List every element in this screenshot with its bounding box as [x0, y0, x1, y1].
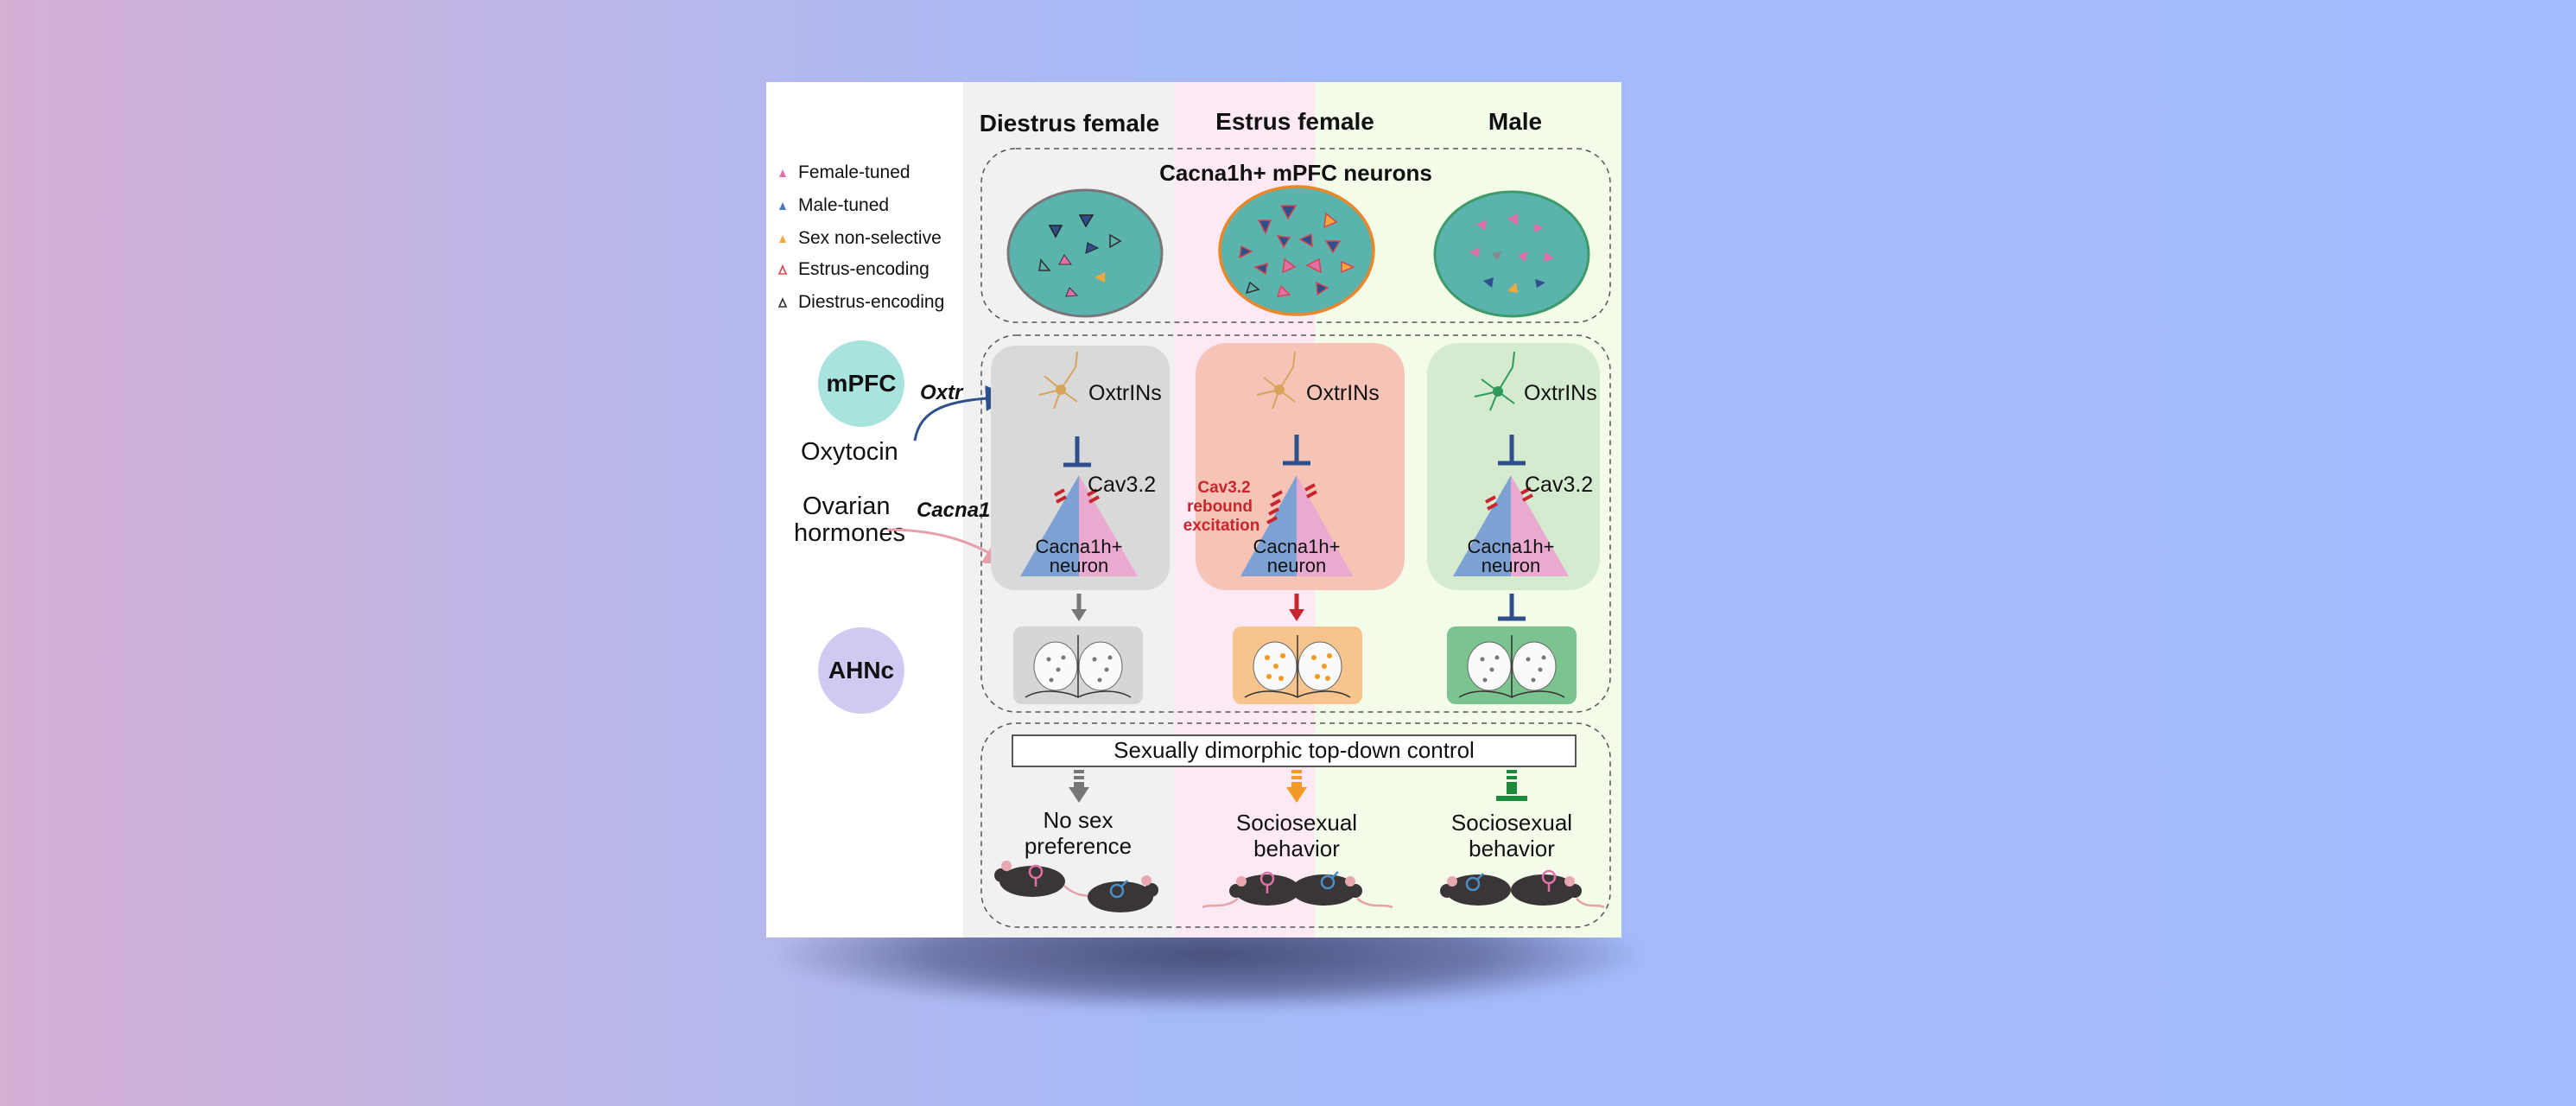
legend-male-tuned: Male-tuned	[798, 195, 889, 215]
graphical-abstract-card: Diestrus female Estrus female Male Femal…	[766, 82, 1621, 938]
male-neuron-label-line1: Cacna1h+	[1468, 536, 1555, 557]
estrus-outcome-line1: Sociosexual	[1236, 810, 1357, 836]
female-mouse-icon	[1202, 871, 1300, 909]
diestrus-outcome-line1: No sex	[1044, 807, 1114, 833]
oxtr-label: Oxtr	[920, 381, 964, 404]
estrus-oxtrins-label: OxtrINs	[1306, 381, 1380, 405]
female-mouse-icon	[994, 861, 1101, 899]
estrus-neuron-label-line1: Cacna1h+	[1253, 536, 1341, 557]
circuit-section-box	[980, 334, 1611, 713]
diestrus-population	[1006, 188, 1164, 318]
male-tuned-legend-icon	[779, 202, 786, 210]
diestrus-cav32-channels-icon	[1054, 488, 1100, 504]
diestrus-neuron-label-line1: Cacna1h+	[1036, 536, 1123, 557]
female-tuned-legend-icon	[779, 169, 786, 177]
control-banner-text: Sexually dimorphic top-down control	[1114, 737, 1475, 763]
diestrus-inhibition-symbol	[1063, 436, 1091, 467]
legend: Female-tuned Male-tuned Sex non-selectiv…	[777, 162, 944, 312]
control-banner-box	[1012, 734, 1577, 767]
diestrus-cav32-label: Cav3.2	[1088, 473, 1156, 497]
rebound-label-line2: rebound	[1187, 498, 1253, 516]
estrus-pyramidal-neuron	[1240, 475, 1353, 576]
estrus-ahnc-slice	[1233, 626, 1362, 704]
male-mouse-icon	[1291, 871, 1393, 909]
mpfc-label: mPFC	[827, 370, 897, 397]
legend-sex-nonselective: Sex non-selective	[798, 228, 942, 248]
estrus-neuron-label-line2: neuron	[1267, 555, 1327, 576]
hormones-arrow	[886, 528, 1011, 566]
neurons-section-box	[980, 148, 1611, 323]
oxytocin-label: Oxytocin	[801, 438, 898, 466]
female-mouse-icon	[1511, 869, 1605, 909]
diestrus-encoding-legend-icon	[777, 297, 788, 308]
mpfc-region-circle	[818, 340, 904, 427]
column-header-male: Male	[1488, 108, 1542, 135]
rebound-label-line3: excitation	[1183, 517, 1260, 535]
male-inhibitory-projection	[1498, 594, 1526, 621]
legend-diestrus-encoding: Diestrus-encoding	[798, 292, 944, 312]
male-mice-pair	[1440, 869, 1605, 909]
male-outcome-line2: behavior	[1469, 836, 1555, 861]
ahnc-label: AHNc	[828, 657, 894, 683]
legend-estrus-encoding: Estrus-encoding	[798, 259, 930, 279]
ovarian-label-line2: hormones	[794, 519, 905, 547]
diestrus-ahnc-slice	[1013, 626, 1143, 704]
ovarian-label-line1: Ovarian	[803, 493, 891, 520]
diestrus-neuron-label-line2: neuron	[1050, 555, 1109, 576]
oxytocin-arrow	[913, 385, 1012, 442]
diestrus-circuit-panel	[991, 346, 1170, 590]
estrus-population	[1218, 185, 1375, 316]
male-cav32-channels-icon	[1485, 486, 1533, 511]
diestrus-projection-arrow	[1071, 594, 1087, 621]
estrus-inhibition-symbol	[1283, 435, 1310, 466]
column-header-estrus: Estrus female	[1215, 108, 1374, 135]
diestrus-oxtrin-cell	[1038, 351, 1078, 410]
male-population	[1433, 190, 1590, 318]
estrus-cav32-channels-icon	[1266, 483, 1317, 524]
estrus-oxtrin-cell	[1256, 351, 1296, 410]
male-outcome-line1: Sociosexual	[1451, 810, 1572, 836]
male-mouse-icon	[1440, 873, 1511, 906]
diestrus-mice-pair	[994, 861, 1158, 912]
male-cav32-label: Cav3.2	[1525, 473, 1593, 497]
ahnc-region-circle	[818, 627, 904, 714]
male-neuron-label-line2: neuron	[1482, 555, 1541, 576]
behavior-section-box	[980, 722, 1611, 928]
male-ahnc-slice	[1447, 626, 1577, 704]
cacna1h-label: Cacna1h	[917, 499, 1003, 522]
male-mouse-icon	[1088, 875, 1158, 912]
diestrus-outcome-line2: preference	[1025, 833, 1132, 859]
column-header-diestrus: Diestrus female	[980, 110, 1160, 137]
male-circuit-panel	[1427, 343, 1600, 590]
estrus-projection-arrow	[1289, 594, 1304, 621]
male-inhibition-symbol	[1498, 435, 1526, 466]
sex-nonselective-legend-icon	[779, 235, 786, 243]
estrus-mice-pair	[1202, 871, 1393, 909]
diestrus-oxtrins-label: OxtrINs	[1088, 381, 1162, 405]
estrus-circuit-panel	[1196, 343, 1405, 590]
estrus-output-arrow	[1286, 770, 1307, 803]
legend-female-tuned: Female-tuned	[798, 162, 910, 182]
diestrus-output-arrow	[1069, 770, 1089, 803]
estrus-encoding-legend-icon	[777, 264, 788, 275]
neurons-section-title: Cacna1h+ mPFC neurons	[1159, 160, 1432, 186]
male-output-inhibition	[1496, 770, 1527, 801]
male-oxtrins-label: OxtrINs	[1524, 381, 1597, 405]
male-oxtrin-cell	[1474, 351, 1515, 411]
estrus-outcome-line2: behavior	[1253, 836, 1340, 861]
rebound-label-line1: Cav3.2	[1197, 479, 1250, 497]
